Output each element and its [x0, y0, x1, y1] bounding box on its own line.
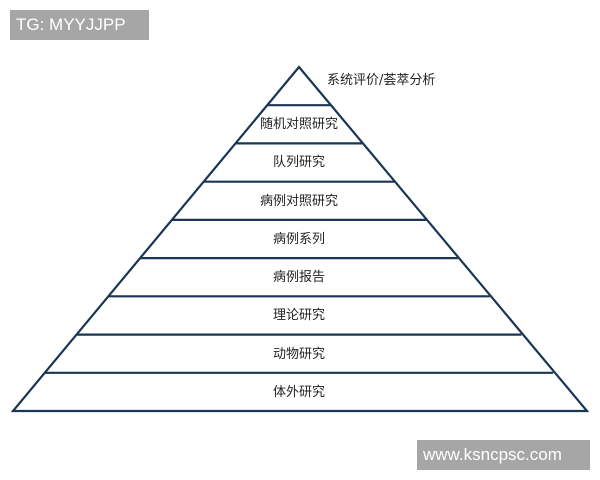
pyramid-outline	[10, 65, 590, 413]
level-label-2: 队列研究	[272, 155, 326, 170]
level-label-4: 病例系列	[272, 232, 326, 247]
level-label-3: 病例对照研究	[259, 194, 339, 209]
level-label-6: 理论研究	[272, 308, 326, 323]
level-label-1: 随机对照研究	[259, 117, 339, 132]
level-label-7: 动物研究	[272, 347, 326, 362]
apex-label: 系统评价/荟萃分析	[327, 73, 436, 88]
level-label-5: 病例报告	[272, 270, 326, 285]
watermark-top: TG: MYYJJPP	[10, 10, 149, 40]
watermark-bottom: www.ksncpsc.com	[417, 440, 590, 470]
level-label-8: 体外研究	[272, 385, 326, 400]
